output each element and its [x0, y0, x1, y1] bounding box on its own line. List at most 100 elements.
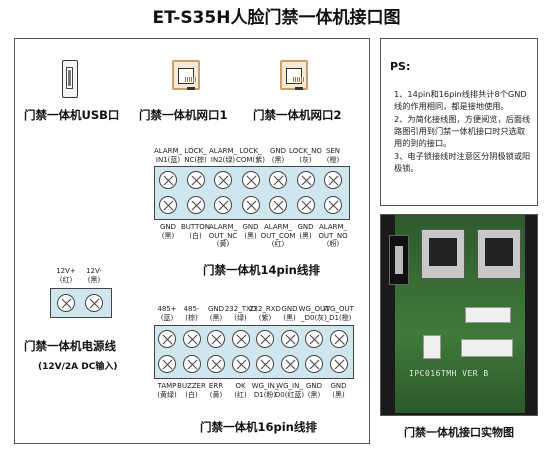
pin14-top-label: LOCK_NC(棕) [176, 147, 216, 164]
pin14-bottom-label-line: GND [242, 223, 259, 231]
pin14-screw-top [296, 171, 315, 189]
pin16-screw-top [305, 330, 323, 348]
pin16-bottom-label: WG_IN_D0(红蓝) [270, 382, 310, 399]
pin16-top-label-line: (黑) [283, 313, 296, 322]
pin14-bottom-label-line: (黑) [161, 231, 175, 240]
pcb-label: IPC016TMH VER B [409, 369, 489, 378]
pin16-top-label: 485-(棕) [172, 305, 212, 322]
pin14-top-label: LOCK_NO(灰) [286, 147, 326, 164]
pin14-bottom-label-line: (白) [189, 231, 202, 240]
power-pin-label-line: 12V- [86, 267, 102, 275]
pin16-top-label: WG_OUT_D1(橙) [319, 305, 359, 322]
pin14-bottom-label-line: OUT_NO [318, 231, 348, 240]
pin14-title: 门禁一体机14pin线排 [203, 263, 320, 277]
pin16-top-label: GND(黑) [270, 305, 310, 322]
pin14-bottom-label-line: ALARM_ [208, 223, 238, 231]
pin16-screw-bottom [207, 355, 225, 373]
pin14-top-label: ALARM_IN2(绿) [203, 147, 243, 164]
pin14-screw-bottom [186, 196, 205, 214]
pin16-top-label-line: _D1(橙) [325, 313, 352, 322]
pin16-top-label-line: 485- [183, 305, 200, 313]
pin14-bottom-label-line: (黑) [299, 231, 312, 240]
power-pin-label-line: 12V+ [56, 267, 76, 275]
pin16-bottom-label: OK(红) [221, 382, 261, 399]
photo-power-connector [423, 335, 441, 359]
pin16-bottom-label-line: D1(粉) [253, 390, 277, 399]
pin16-bottom-label: GND(黑) [319, 382, 359, 399]
pin16-screw-top [158, 330, 176, 348]
page-title: ET-S35H人脸门禁一体机接口图 [152, 8, 401, 28]
power-pin-label-line: (黑) [87, 275, 101, 284]
pin16-screw-top [280, 330, 299, 348]
pin16-bottom-label: BUZZER(白) [172, 382, 212, 399]
pin14-top-label: GND(黑) [258, 147, 298, 164]
pin14-screw-top [159, 171, 177, 189]
pin14-top-label-line: IN1(蓝) [155, 155, 181, 164]
pin14-bottom-label-line: BUTTON [180, 223, 211, 231]
usb-port-icon [62, 60, 78, 98]
pin16-title: 门禁一体机16pin线排 [200, 420, 317, 434]
pin16-bottom-label-line: OK [235, 382, 246, 390]
pin14-top-label-line: (橙) [326, 155, 340, 164]
pin16-top-label: WG_OUT_D0(灰) [294, 305, 334, 322]
pin16-bottom-label-line: GND [305, 382, 323, 390]
pin16-bottom-label-line: WG_IN_ [276, 382, 303, 390]
pin16-screw-bottom [231, 355, 250, 373]
pin14-bottom-label: ALARM_OUT_COM(红) [258, 223, 298, 249]
photo-caption: 门禁一体机接口实物图 [404, 426, 514, 439]
pin14-screw-bottom [159, 196, 177, 214]
pin16-screw-bottom [158, 355, 176, 373]
power-screw-positive [57, 294, 75, 312]
pin16-screw-bottom [329, 355, 348, 373]
pin14-bottom-label: BUTTON(白) [176, 223, 216, 240]
pin14-screw-bottom [324, 196, 342, 214]
pin14-top-label: LOCK_COM(紫) [231, 147, 271, 164]
pin16-top-label-line: GND [207, 305, 225, 313]
photo-rj45-2 [477, 229, 521, 279]
pin14-screw-top [186, 171, 205, 189]
pin14-top-label-line: ALARM_ [153, 147, 183, 155]
pin14-bottom-label-line: OUT_COM [260, 231, 296, 240]
pin14-top-label-line: COM(紫) [236, 155, 265, 164]
pin14-bottom-label-line: GND [159, 223, 177, 231]
ps-note-2: 2、为简化接线图，方便阅览，后面线路图引用到门禁一体机接口时只选取用的到的接口。 [394, 114, 531, 148]
pin14-screw-bottom [269, 196, 287, 214]
pin16-bottom-label-line: (黄) [209, 390, 223, 399]
network-port-2-icon [280, 60, 308, 90]
pin14-bottom-label-line: ALARM_ [318, 223, 348, 231]
pin16-bottom-label: TAMP(黄绿) [147, 382, 187, 399]
photo-16pin-connector [461, 339, 513, 357]
pin16-top-label: 232_RXD(紫) [245, 305, 285, 322]
photo-rj45-1 [421, 229, 465, 279]
pin16-bottom-label-line: (白) [185, 390, 198, 399]
pin14-top-label-line: SEN [325, 147, 341, 155]
pin14-bottom-label-line: ALARM_ [263, 223, 293, 231]
pin16-screw-bottom [256, 355, 274, 373]
pin14-screw-top [214, 171, 232, 189]
pin16-bottom-label-line: (黑) [307, 390, 321, 399]
network-port-1-icon [172, 60, 200, 90]
ps-title: PS: [390, 60, 411, 73]
pin16-top-label: 485+(蓝) [147, 305, 187, 322]
pin16-bottom-label-line: TAMP [157, 382, 177, 390]
pin14-bottom-label-line: (粉) [326, 240, 340, 248]
power-pin-label: 12V+(红) [46, 267, 86, 284]
photo-usb-connector [389, 235, 409, 285]
pin16-bottom-label-line: (黑) [332, 390, 345, 399]
network-port-2-label: 门禁一体机网口2 [253, 108, 342, 122]
pin16-bottom-label-line: D0(红蓝) [274, 390, 305, 399]
pin14-top-label-line: (灰) [299, 155, 312, 164]
interface-diagram-panel [14, 38, 370, 444]
pin16-top-label: 232_TXD(绿) [221, 305, 261, 322]
pin16-top-label-line: (黑) [209, 313, 223, 322]
pin14-top-label-line: (黑) [271, 155, 285, 164]
pin16-bottom-label-line: BUZZER [177, 382, 206, 390]
pin14-bottom-label-line: OUT_NC [208, 231, 238, 240]
pin16-bottom-label: GND(黑) [294, 382, 334, 399]
pin14-top-label: SEN(橙) [313, 147, 353, 164]
pin16-bottom-label-line: WG_IN_ [251, 382, 279, 390]
power-pin-label: 12V-(黑) [74, 267, 114, 284]
ps-notes-panel [380, 38, 538, 206]
pin16-bottom-label-line: GND [330, 382, 347, 390]
network-port-1-label: 门禁一体机网口1 [139, 108, 228, 122]
